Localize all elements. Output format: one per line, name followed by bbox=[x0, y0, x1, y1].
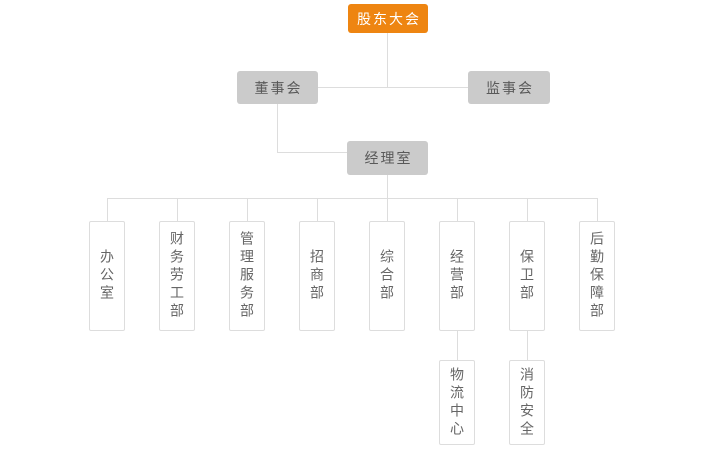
connector-operations-to-logistics-center bbox=[457, 331, 458, 360]
node-security-dept: 保卫部 bbox=[509, 221, 545, 331]
node-office: 办公室 bbox=[89, 221, 125, 331]
connector-board-down bbox=[277, 104, 278, 152]
connector-manager-office-down bbox=[387, 175, 388, 198]
node-board-of-directors: 董事会 bbox=[237, 71, 318, 104]
connector-stub-finance-labor bbox=[177, 198, 178, 221]
connector-stub-operations bbox=[457, 198, 458, 221]
node-logistics-center: 物流中心 bbox=[439, 360, 475, 445]
connector-board-to-manager-office bbox=[277, 152, 347, 153]
connector-stub-logistics-support bbox=[597, 198, 598, 221]
connector-stub-general bbox=[387, 198, 388, 221]
node-investment-dept: 招商部 bbox=[299, 221, 335, 331]
node-fire-safety: 消防安全 bbox=[509, 360, 545, 445]
connector-stub-investment bbox=[317, 198, 318, 221]
node-finance-labor-dept: 财务劳工部 bbox=[159, 221, 195, 331]
connector-security-to-fire-safety bbox=[527, 331, 528, 360]
connector-stub-office bbox=[107, 198, 108, 221]
node-logistics-support-dept: 后勤保障部 bbox=[579, 221, 615, 331]
node-manager-office: 经理室 bbox=[347, 141, 428, 175]
node-shareholders-meeting: 股东大会 bbox=[348, 4, 428, 33]
node-general-dept: 综合部 bbox=[369, 221, 405, 331]
connector-root-down bbox=[387, 33, 388, 88]
connector-departments-rail bbox=[107, 198, 598, 199]
connector-stub-security bbox=[527, 198, 528, 221]
node-management-service-dept: 管理服务部 bbox=[229, 221, 265, 331]
node-operations-dept: 经营部 bbox=[439, 221, 475, 331]
connector-boards-rail bbox=[318, 87, 468, 88]
node-supervisory-board: 监事会 bbox=[468, 71, 550, 104]
connector-stub-management-service bbox=[247, 198, 248, 221]
